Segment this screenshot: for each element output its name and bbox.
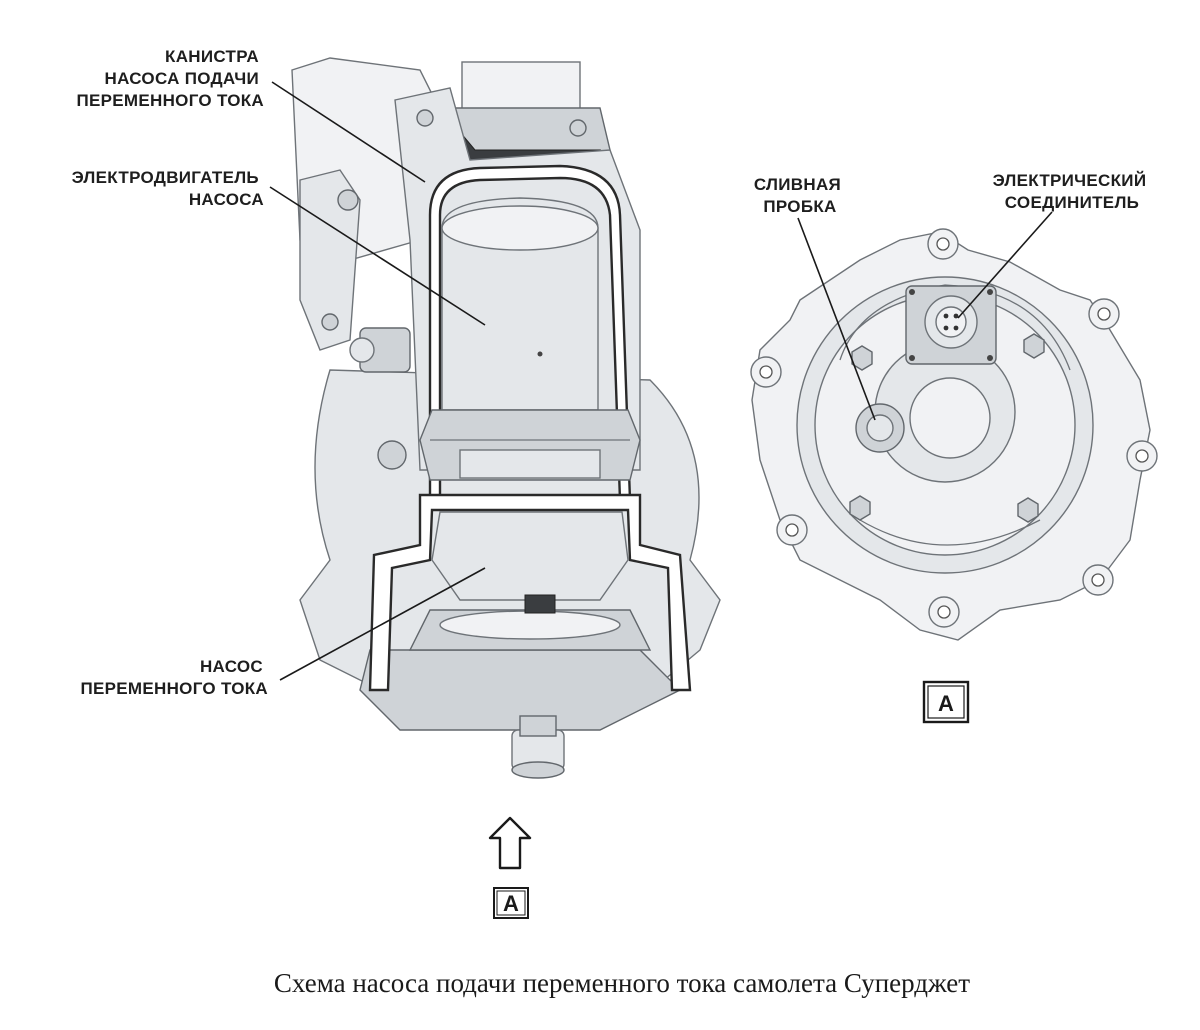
pump-cutaway-illustration — [291, 57, 721, 779]
connector-leader-line — [957, 211, 1053, 319]
view-arrow-icon — [488, 816, 532, 870]
drain-plug-leader-line — [797, 217, 876, 421]
view-a-marker-box: A — [493, 887, 529, 919]
electric-connector-label: ЭЛЕКТРИЧЕСКИЙ СОЕДИНИТЕЛЬ — [993, 171, 1152, 212]
drain-plug-label: СЛИВНАЯ ПРОБКА — [754, 175, 846, 216]
view-a-marker-letter: A — [503, 891, 519, 916]
detail-a-marker-box: A — [922, 680, 970, 724]
motor-leader-line — [269, 186, 486, 326]
detail-a-marker-letter: A — [938, 691, 954, 716]
canister-label: КАНИСТРА НАСОСА ПОДАЧИ ПЕРЕМЕННОГО ТОКА — [76, 47, 264, 110]
pump-leader-line — [279, 567, 486, 681]
motor-label: ЭЛЕКТРОДВИГАТЕЛЬ НАСОСА — [72, 168, 264, 209]
view-a-flange-illustration — [750, 228, 1158, 641]
pump-label: НАСОС ПЕРЕМЕННОГО ТОКА — [80, 657, 268, 698]
figure-caption: Схема насоса подачи переменного тока сам… — [274, 968, 970, 998]
canister-leader-line — [271, 81, 426, 183]
